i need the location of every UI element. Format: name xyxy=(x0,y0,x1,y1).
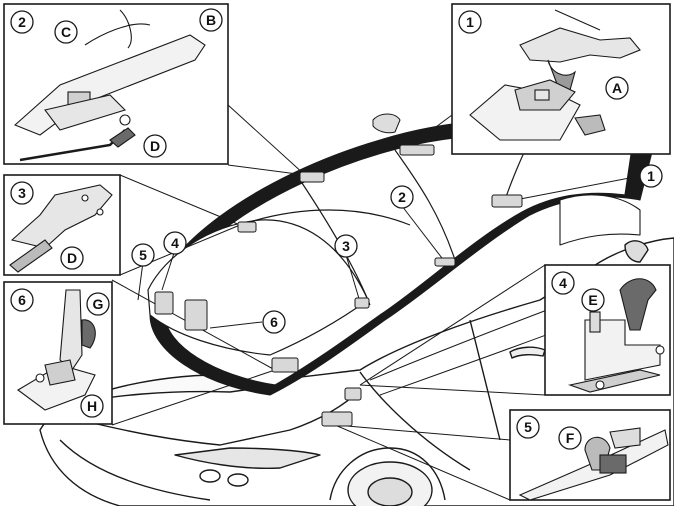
door-handle xyxy=(509,346,546,359)
callout-5-box-label: 5 xyxy=(524,419,532,435)
side-mirror xyxy=(624,240,649,263)
letter-F-circle xyxy=(558,426,582,450)
leader-3-box xyxy=(119,174,241,226)
latch-assembly-3 xyxy=(9,184,113,273)
exhaust-pipe-2 xyxy=(227,473,249,487)
leader-num4 xyxy=(161,249,176,291)
latch-mark-1 xyxy=(491,194,523,208)
wheel-arch xyxy=(329,447,446,501)
hinge-assembly-6 xyxy=(17,289,96,411)
leader-num1 xyxy=(514,175,641,201)
latch-mark-6 xyxy=(354,297,370,309)
letter-B-circle xyxy=(199,8,223,32)
callout-4-car xyxy=(163,231,187,255)
side-window xyxy=(559,194,641,246)
latch-assembly-1 xyxy=(469,9,641,141)
callout-2-car xyxy=(390,185,414,209)
leader-num6 xyxy=(209,321,263,329)
exhaust-pipe xyxy=(199,469,221,483)
callout-5-box xyxy=(516,415,540,439)
latch-mark-7 xyxy=(184,299,208,331)
letter-G-circle xyxy=(86,292,110,316)
rear-wheel-hub xyxy=(367,477,413,506)
letter-callout-labels: A B C D D E F G H xyxy=(61,12,622,446)
detail-box-5 xyxy=(509,409,671,501)
callout-4-box-label: 4 xyxy=(559,275,567,291)
latch-mark-8 xyxy=(271,357,299,373)
callout-4-box xyxy=(551,271,575,295)
letter-E-label: E xyxy=(588,292,597,308)
callout-6-box xyxy=(10,288,34,312)
leader-num5 xyxy=(137,261,144,301)
rear-bumper xyxy=(59,389,361,501)
letter-G-label: G xyxy=(93,296,104,312)
letter-D-label-box2: D xyxy=(150,138,160,154)
latch-mark-9 xyxy=(321,411,353,427)
callout-1-box-label: 1 xyxy=(466,14,474,30)
detail-box-1 xyxy=(451,3,671,155)
callout-3-box xyxy=(10,181,34,205)
callout-5-car-label: 5 xyxy=(139,247,147,263)
letter-H-circle xyxy=(80,394,104,418)
leader-num2 xyxy=(401,205,446,263)
interior-mirror xyxy=(372,113,401,134)
leader-4-box xyxy=(359,264,546,386)
callout-3-car xyxy=(334,234,358,258)
number-callouts xyxy=(10,10,663,439)
latch-mark-5 xyxy=(237,221,257,233)
leader-6-box-b xyxy=(111,369,276,426)
latch-assembly-5 xyxy=(518,427,669,501)
callout-1-car xyxy=(639,164,663,188)
latch-mark-10 xyxy=(344,387,362,401)
callout-3-box-label: 3 xyxy=(18,185,26,201)
hinge-assembly-4 xyxy=(567,278,665,393)
latch-mark-2 xyxy=(399,144,435,156)
leader-5-box-b xyxy=(334,424,511,501)
callout-6-box-label: 6 xyxy=(18,292,26,308)
letter-C-label: C xyxy=(61,24,71,40)
leader-2-box-b xyxy=(227,164,306,176)
letter-D-label-box3: D xyxy=(67,250,77,266)
hardware-marks xyxy=(154,144,523,427)
callout-2-box-label: 2 xyxy=(18,14,26,30)
letter-A-circle xyxy=(605,76,629,100)
letter-A-label: A xyxy=(612,80,622,96)
callout-2-box xyxy=(10,10,34,34)
letter-F-label: F xyxy=(566,430,575,446)
callout-5-car xyxy=(131,243,155,267)
letter-callouts xyxy=(54,8,629,450)
callout-1-box xyxy=(458,10,482,34)
letter-H-label: H xyxy=(87,398,97,414)
letter-D-circle-box2 xyxy=(143,134,167,158)
latch-assembly-2 xyxy=(13,9,206,162)
letter-D-circle-box3 xyxy=(60,246,84,270)
leader-5-box xyxy=(334,424,511,441)
leader-1-box xyxy=(404,114,453,151)
leader-4-box-b xyxy=(359,384,546,396)
leader-2-box xyxy=(227,104,306,176)
latch-mark-11 xyxy=(154,291,174,315)
latch-mark-4 xyxy=(434,257,456,267)
latch-mark-3 xyxy=(299,171,325,183)
callout-1-car-label: 1 xyxy=(647,168,655,184)
letter-C-circle xyxy=(54,20,78,44)
callout-2-car-label: 2 xyxy=(398,189,406,205)
door-seam xyxy=(359,319,501,471)
number-callout-labels: 1 2 3 6 4 5 1 2 3 4 5 6 xyxy=(18,14,655,435)
tail-light xyxy=(174,447,321,470)
callout-6-car xyxy=(262,310,286,334)
callout-4-car-label: 4 xyxy=(171,235,179,251)
detail-box-2 xyxy=(3,3,229,165)
letter-B-label: B xyxy=(206,12,216,28)
leader-num3 xyxy=(345,254,361,303)
callout-3-car-label: 3 xyxy=(342,238,350,254)
callout-6-car-label: 6 xyxy=(270,314,278,330)
letter-E-circle xyxy=(581,288,605,312)
